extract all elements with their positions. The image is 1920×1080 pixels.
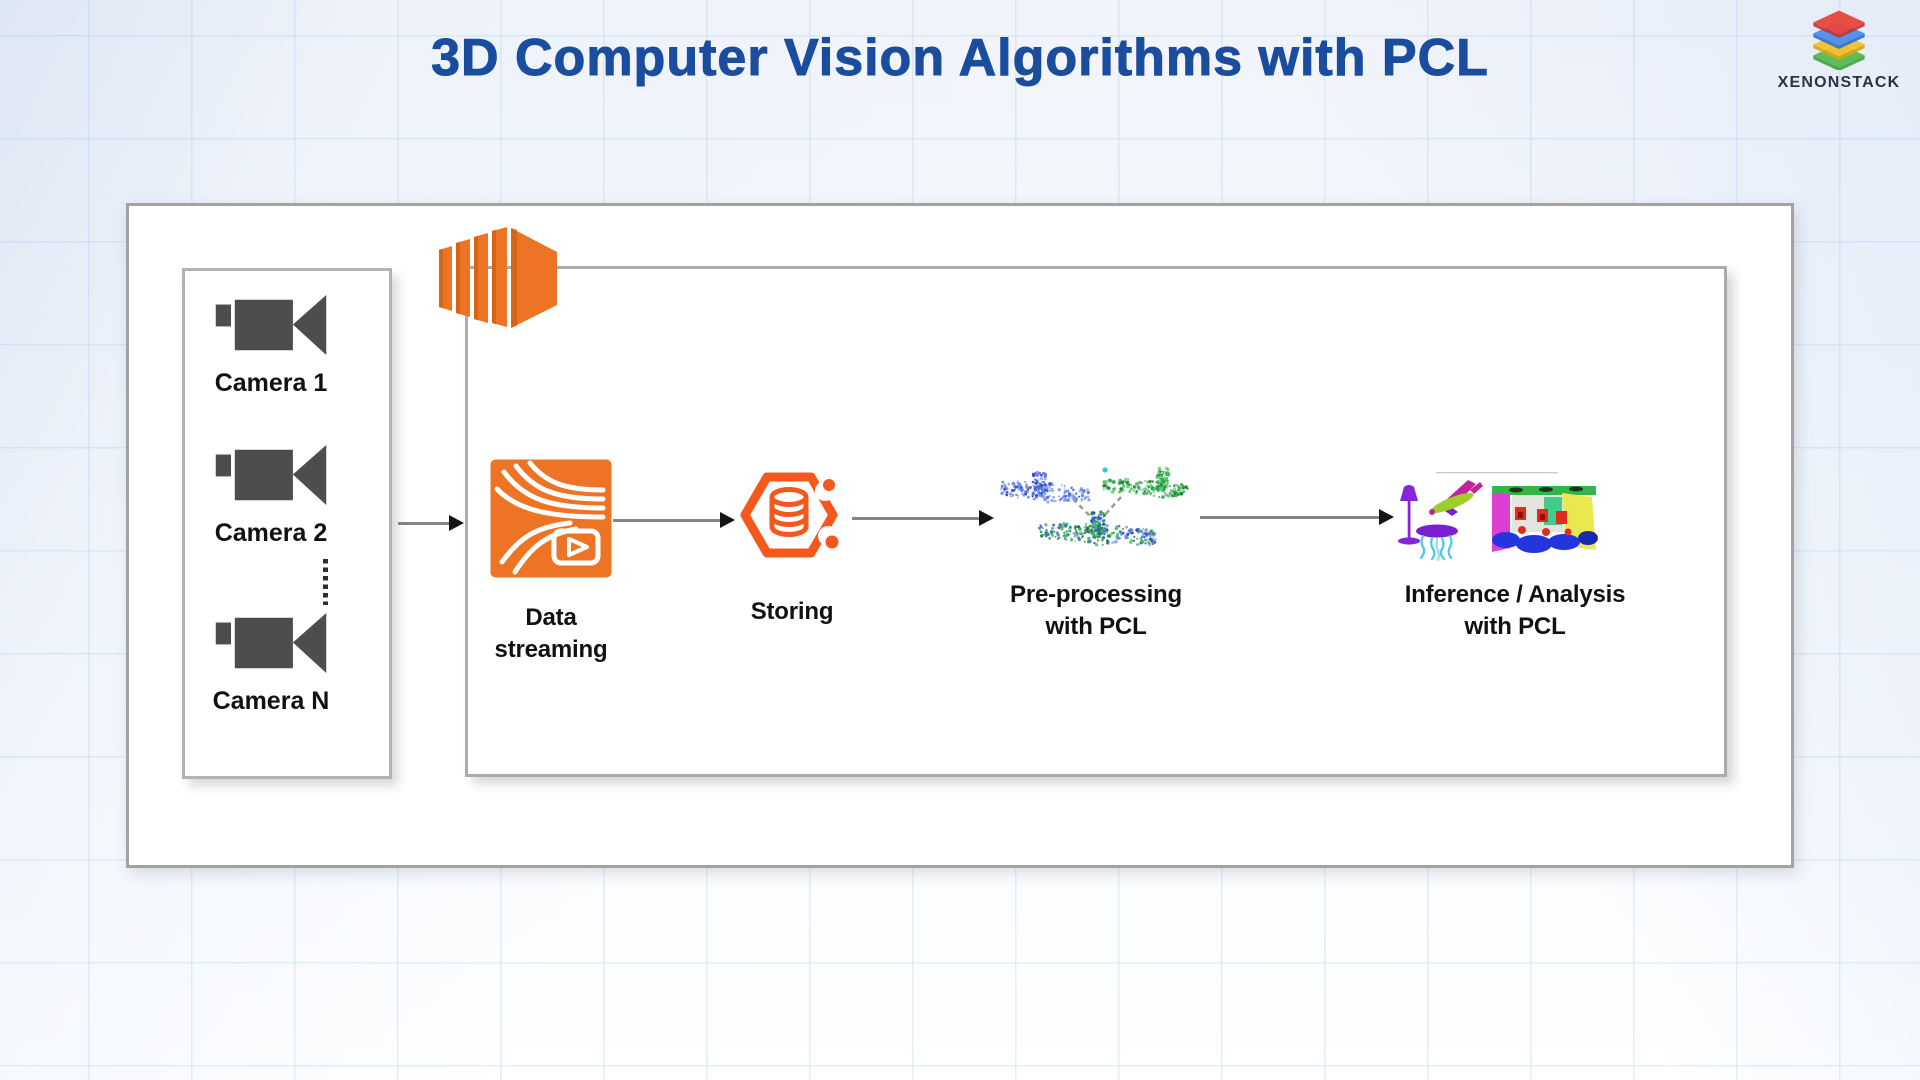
- cyan-dot: [1102, 467, 1108, 473]
- table-model: [1416, 524, 1458, 562]
- arrowhead-icon: [979, 510, 994, 526]
- arrowhead-icon: [720, 512, 735, 528]
- video-camera-icon: [215, 613, 327, 673]
- airplane-model: [1429, 480, 1483, 516]
- arrow-shaft: [852, 516, 982, 520]
- merge-dashed-arrows: [1072, 496, 1122, 517]
- play-icon: [551, 528, 601, 566]
- arrowhead-icon: [1379, 509, 1394, 525]
- camera-1-label: Camera 1: [214, 369, 328, 397]
- xenonstack-logo-text: XENONSTACK: [1777, 74, 1901, 91]
- preprocessing-pointcloud-image: [999, 466, 1189, 547]
- cameras-box: Camera 1 Camera 2 Camera N: [182, 268, 392, 779]
- video-camera-icon: [215, 295, 327, 355]
- lamp-model: [1398, 485, 1420, 545]
- arrow-shaft: [613, 518, 723, 522]
- page-title: 3D Computer Vision Algorithms with PCL: [431, 29, 1489, 88]
- vertical-ellipsis-dots: [323, 559, 328, 605]
- aws-kinesis-icon: [439, 227, 557, 328]
- arrowhead-icon: [449, 515, 464, 531]
- data-streaming-icon: [490, 459, 612, 578]
- camera-2-label: Camera 2: [214, 519, 328, 547]
- xenonstack-logo-icon: [1813, 10, 1865, 70]
- arrow-streaming-to-storing: [613, 512, 735, 528]
- camera-2-group: Camera 2: [169, 445, 373, 548]
- xenonstack-logo: XENONSTACK: [1764, 6, 1914, 92]
- data-streaming-label: Data streaming: [494, 604, 608, 663]
- arrow-preprocessing-to-inference: [1200, 509, 1394, 525]
- arrow-cameras-to-streaming: [398, 515, 464, 531]
- camera-n-group: Camera N: [169, 613, 373, 716]
- arrow-shaft: [398, 521, 452, 525]
- point-cloud-blue: [999, 470, 1091, 504]
- storing-database-icon: [740, 472, 839, 558]
- segmented-room-scene: [1492, 486, 1598, 553]
- preprocessing-label: Pre-processing with PCL: [1010, 581, 1182, 640]
- camera-1-group: Camera 1: [169, 295, 373, 398]
- inference-label: Inference / Analysis with PCL: [1404, 581, 1626, 640]
- camera-n-label: Camera N: [212, 687, 330, 715]
- point-cloud-green: [1102, 466, 1189, 499]
- arrow-shaft: [1200, 515, 1382, 519]
- video-camera-icon: [215, 445, 327, 505]
- storing-label: Storing: [750, 598, 834, 625]
- arrow-storing-to-preprocessing: [852, 510, 994, 526]
- inference-models-image: [1398, 472, 1598, 562]
- point-cloud-merged: [1037, 510, 1157, 547]
